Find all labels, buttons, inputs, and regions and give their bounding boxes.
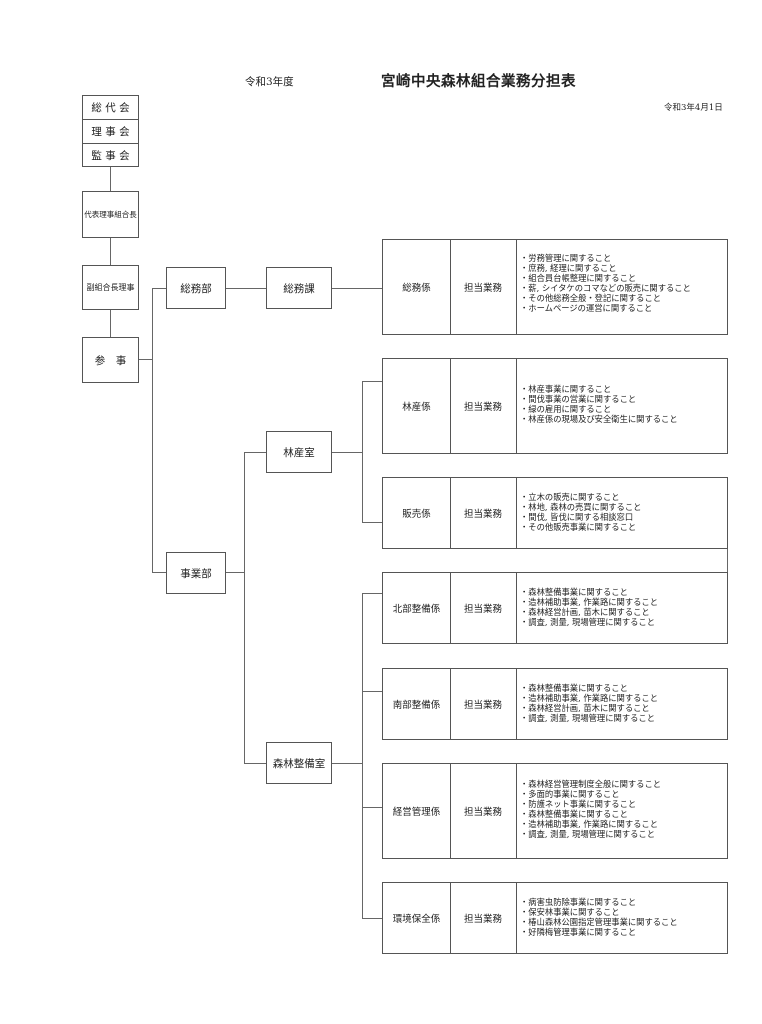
duty-item: ・緑の雇用に関すること (520, 404, 612, 414)
unit-name: 経営管理係 (383, 764, 451, 858)
duty-list: ・森林経営管理制度全般に関すること ・多面的事業に関すること ・防護ネット事業に… (520, 779, 661, 839)
governance-stack: 総 代 会 理 事 会 監 事 会 (82, 95, 139, 167)
unit-row-south-maintenance: 南部整備係 担当業務 ・森林整備事業に関すること ・造林補助事業, 作業路に関す… (382, 668, 728, 740)
business-department-label: 事業部 (180, 567, 212, 580)
duty-item: ・その他総務全般・登記に関すること (520, 293, 662, 303)
duty-label: 担当業務 (450, 240, 517, 334)
duty-item: ・林地, 森林の売買に関すること (520, 502, 642, 512)
unit-name: 南部整備係 (383, 669, 451, 739)
general-affairs-department: 総務部 (166, 267, 226, 309)
duty-item: ・調査, 測量, 現場管理に関すること (520, 713, 656, 723)
duty-list: ・森林整備事業に関すること ・造林補助事業, 作業路に関すること ・森林経営計画… (520, 683, 658, 723)
forestry-products-office-label: 林産室 (283, 446, 315, 459)
effective-date: 令和3年4月1日 (664, 103, 723, 113)
unit-row-general-affairs: 総務係 担当業務 ・労務管理に関すること ・庶務, 経理に関すること ・組合員台… (382, 239, 728, 335)
forest-maintenance-office: 森林整備室 (266, 742, 332, 784)
duty-list: ・労務管理に関すること ・庶務, 経理に関すること ・組合員台帳整理に関すること… (520, 253, 691, 313)
duty-item: ・労務管理に関すること (520, 253, 612, 263)
unit-row-environment: 環境保全係 担当業務 ・病害虫防除事業に関すること ・保安林事業に関すること ・… (382, 882, 728, 954)
vice-director-label: 副組合長理事 (86, 283, 135, 292)
duty-item: ・薪, シイタケのコマなどの販売に関すること (520, 283, 691, 293)
unit-name: 北部整備係 (383, 573, 451, 643)
duty-label: 担当業務 (450, 573, 517, 643)
duty-item: ・保安林事業に関すること (520, 907, 620, 917)
duty-item: ・造林補助事業, 作業路に関すること (520, 597, 659, 607)
duty-label: 担当業務 (450, 764, 517, 858)
duty-label: 担当業務 (450, 669, 517, 739)
representative-director-box: 代表理事組合長 (82, 191, 139, 238)
duty-item: ・森林整備事業に関すること (520, 683, 628, 693)
duty-item: ・造林補助事業, 作業路に関すること (520, 693, 659, 703)
duty-label: 担当業務 (450, 883, 517, 953)
unit-row-sales: 販売係 担当業務 ・立木の販売に関すること ・林地, 森林の売買に関すること ・… (382, 477, 728, 549)
fiscal-year-label: 令和3年度 (245, 76, 294, 88)
duty-item: ・椿山森林公園指定管理事業に関すること (520, 917, 678, 927)
representative-director-label: 代表理事組合長 (84, 210, 137, 219)
duty-label: 担当業務 (450, 478, 517, 548)
vice-director-box: 副組合長理事 (82, 265, 139, 310)
forestry-products-office: 林産室 (266, 431, 332, 473)
duty-item: ・好隣梅管理事業に関すること (520, 927, 637, 937)
general-assembly: 総 代 会 (83, 96, 138, 120)
duty-item: ・森林経営計画, 苗木に関すること (520, 607, 650, 617)
duty-item: ・防護ネット事業に関すること (520, 799, 637, 809)
board-of-auditors: 監 事 会 (91, 150, 130, 162)
duty-item: ・間伐事業の営業に関すること (520, 394, 637, 404)
general-affairs-department-label: 総務部 (180, 282, 212, 295)
duty-item: ・森林整備事業に関すること (520, 587, 628, 597)
page-title: 宮崎中央森林組合業務分担表 (381, 73, 576, 90)
board-of-directors: 理 事 会 (83, 120, 138, 144)
councilor-label: 参 事 (94, 354, 127, 367)
duty-item: ・立木の販売に関すること (520, 492, 620, 502)
duty-item: ・森林経営計画, 苗木に関すること (520, 703, 650, 713)
duty-item: ・多面的事業に関すること (520, 789, 620, 799)
duty-item: ・その他販売事業に関すること (520, 522, 637, 532)
duty-item: ・庶務, 経理に関すること (520, 263, 617, 273)
duty-item: ・病害虫防除事業に関すること (520, 897, 637, 907)
duty-item: ・ホームページの運営に関すること (520, 303, 653, 313)
duty-item: ・造林補助事業, 作業路に関すること (520, 819, 659, 829)
unit-row-management: 経営管理係 担当業務 ・森林経営管理制度全般に関すること ・多面的事業に関するこ… (382, 763, 728, 859)
duty-item: ・森林経営管理制度全般に関すること (520, 779, 662, 789)
duty-list: ・林産事業に関すること ・間伐事業の営業に関すること ・緑の雇用に関すること ・… (520, 384, 678, 424)
duty-item: ・林産事業に関すること (520, 384, 612, 394)
duty-item: ・調査, 測量, 現場管理に関すること (520, 829, 656, 839)
unit-name: 総務係 (383, 240, 451, 334)
duty-item: ・調査, 測量, 現場管理に関すること (520, 617, 656, 627)
duty-item: ・林産係の現場及び安全衛生に関すること (520, 414, 678, 424)
duty-list: ・病害虫防除事業に関すること ・保安林事業に関すること ・椿山森林公園指定管理事… (520, 897, 678, 937)
duty-list: ・立木の販売に関すること ・林地, 森林の売買に関すること ・間伐, 皆伐に関す… (520, 492, 641, 532)
unit-name: 販売係 (383, 478, 451, 548)
duty-item: ・組合員台帳整理に関すること (520, 273, 637, 283)
duty-item: ・間伐, 皆伐に関する相談窓口 (520, 512, 634, 522)
unit-name: 林産係 (383, 359, 451, 453)
unit-row-north-maintenance: 北部整備係 担当業務 ・森林整備事業に関すること ・造林補助事業, 作業路に関す… (382, 572, 728, 644)
general-affairs-section: 総務課 (266, 267, 332, 309)
unit-name: 環境保全係 (383, 883, 451, 953)
business-department: 事業部 (166, 552, 226, 594)
general-affairs-section-label: 総務課 (283, 282, 315, 295)
unit-row-forestry-products: 林産係 担当業務 ・林産事業に関すること ・間伐事業の営業に関すること ・緑の雇… (382, 358, 728, 454)
duty-label: 担当業務 (450, 359, 517, 453)
duty-list: ・森林整備事業に関すること ・造林補助事業, 作業路に関すること ・森林経営計画… (520, 587, 658, 627)
forest-maintenance-office-label: 森林整備室 (272, 757, 326, 770)
councilor-box: 参 事 (82, 337, 139, 383)
duty-item: ・森林整備事業に関すること (520, 809, 628, 819)
